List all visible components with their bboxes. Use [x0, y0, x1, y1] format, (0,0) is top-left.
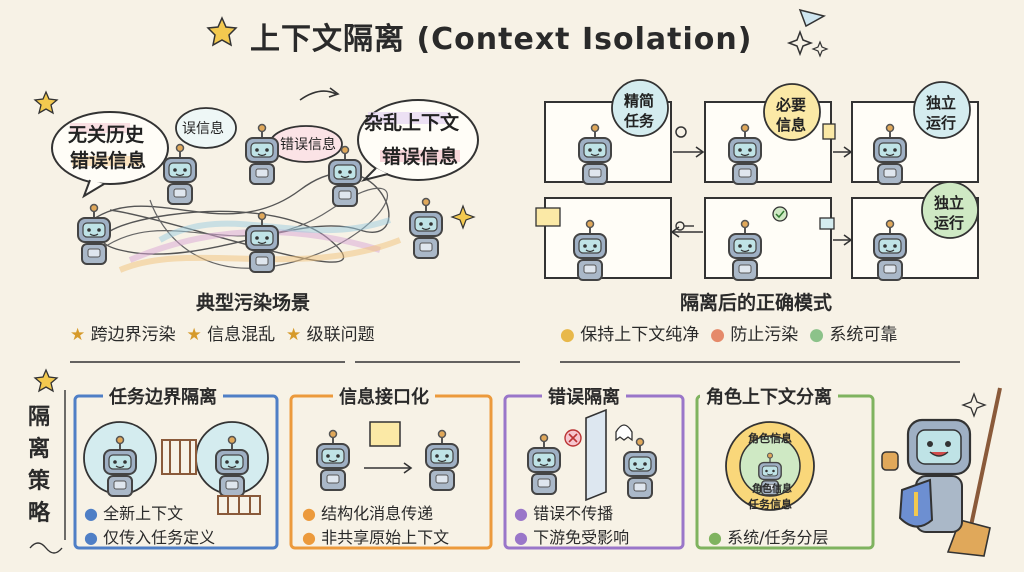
isolation-tag: 保持上下文纯净: [580, 325, 700, 345]
fence-icon: [217, 495, 261, 515]
sparkle-icon: [786, 29, 814, 57]
pollution-tag: 跨边界污染: [90, 325, 176, 345]
isolation-tag: 系统可靠: [829, 325, 898, 345]
bubble-text: 运行: [926, 114, 957, 132]
strategy-box-task-boundary: [73, 394, 279, 550]
bubble-text: 错误信息: [382, 146, 459, 168]
strategy-item: ● 全新上下文: [84, 504, 184, 523]
isolation-pattern: [535, 79, 979, 281]
document-icon: [822, 123, 836, 140]
bubble-text: 杂乱上下文: [364, 112, 460, 134]
robot-illustration: [245, 211, 279, 273]
star-icon: [33, 90, 59, 115]
bubble-text: 必要: [776, 96, 807, 114]
bubble-text: 错误信息: [280, 137, 336, 153]
strategy-item: ● 仅传入任务定义: [84, 528, 216, 547]
isolation-tag-list: ● 保持上下文纯净 ● 防止污染 ● 系统可靠: [560, 325, 898, 345]
gear-icon: [675, 126, 687, 138]
error-icon: [564, 429, 582, 447]
key-document-icon: [369, 421, 401, 447]
robot-illustration: [163, 143, 197, 205]
bubble-text: 任务: [624, 112, 655, 130]
fence-icon: [161, 439, 197, 475]
check-icon: [772, 206, 788, 222]
robot-illustration: [409, 197, 443, 259]
sparkle-icon: [450, 204, 476, 230]
strategy-title: 错误隔离: [542, 383, 626, 409]
strategy-title: 任务边界隔离: [103, 383, 223, 409]
strategy-item: ● 错误不传播: [514, 504, 614, 523]
sparkle-icon: [811, 40, 829, 58]
pollution-caption: 典型污染场景: [196, 292, 311, 314]
strategy-box-error-isolation: [503, 394, 685, 550]
strategy-title: 信息接口化: [333, 383, 435, 409]
star-icon: [33, 368, 59, 393]
pollution-tag: 级联问题: [306, 325, 375, 345]
robot-illustration: [245, 123, 279, 185]
thumbs-up-icon: [881, 451, 899, 471]
bubble-text: 信息: [776, 116, 807, 134]
strategy-item: ● 结构化消息传递: [302, 504, 434, 523]
bubble-text: 误信息: [182, 121, 224, 137]
message-icon: [819, 217, 835, 230]
isolation-tag: 防止污染: [730, 325, 799, 345]
strategy-item: ● 下游免受影响: [514, 528, 630, 547]
ring-label: 角色信息: [748, 432, 792, 445]
bubble-text: 独立: [926, 94, 957, 112]
ring-label: 任务信息: [748, 498, 792, 511]
key-icon: [675, 221, 694, 231]
pollution-tag: 信息混乱: [207, 325, 276, 345]
pollution-scene: [51, 87, 479, 273]
pollution-tag-list: ★ 跨边界污染 ★ 信息混乱 ★ 级联问题: [70, 325, 375, 345]
bubble-text: 无关历史: [68, 124, 145, 146]
strategy-box-role-context: [695, 394, 875, 550]
paper-plane-icon: [798, 8, 827, 28]
bubble-text: 运行: [934, 214, 965, 232]
isolation-caption: 隔离后的正确模式: [680, 292, 833, 314]
bubble-text: 独立: [934, 194, 965, 212]
page-title: 上下文隔离 (Context Isolation): [250, 22, 753, 57]
bubble-text: 精简: [624, 92, 655, 110]
bubble-text: 错误信息: [70, 150, 147, 172]
star-icon: [206, 16, 238, 47]
sparkle-icon: [961, 392, 987, 418]
ghost-icon: [615, 424, 633, 442]
ring-label: 角色信息: [752, 484, 792, 495]
strategies-label: 隔离策略: [27, 405, 50, 526]
mascot-robot: [881, 387, 1002, 557]
strategy-item: ● 系统/任务分层: [708, 528, 829, 547]
strategy-title: 角色上下文分离: [700, 383, 838, 409]
server-icon: [535, 207, 561, 227]
strategy-item: ● 非共享原始上下文: [302, 528, 450, 547]
